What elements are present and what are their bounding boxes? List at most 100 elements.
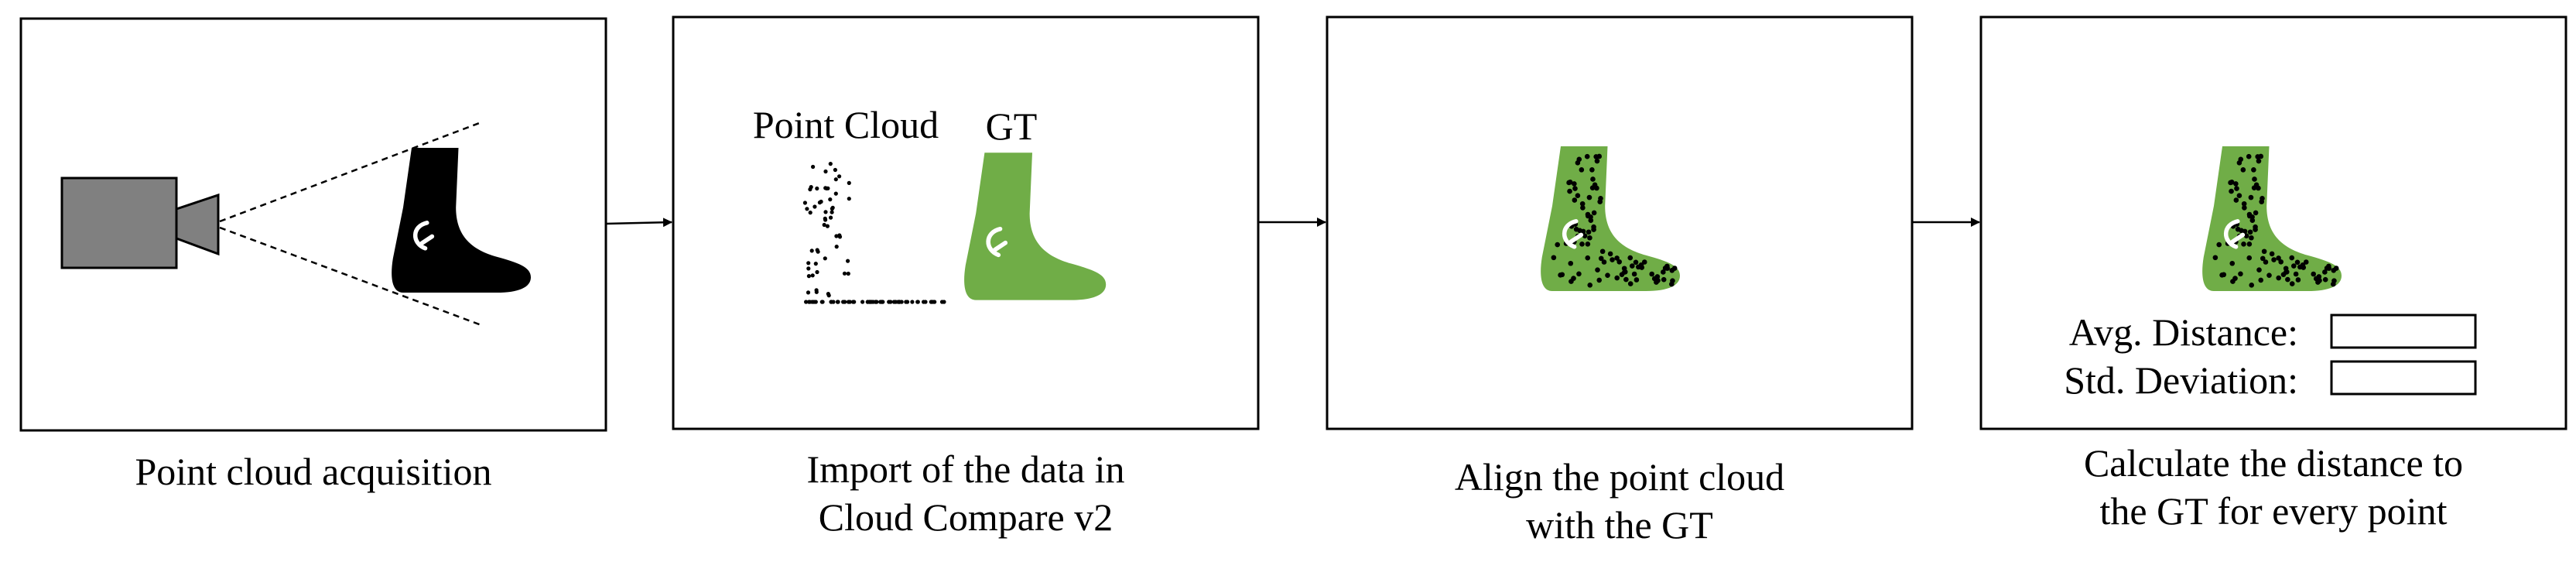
point-cloud-dot — [847, 180, 851, 185]
point-cloud-dot — [1631, 271, 1637, 277]
point-cloud-dot — [2276, 255, 2281, 261]
point-cloud-dot — [1567, 180, 1573, 185]
point-cloud-dot — [809, 185, 813, 190]
point-cloud-dot — [1662, 266, 1668, 271]
point-cloud-dot — [1559, 272, 1565, 278]
gt-label: GT — [986, 105, 1038, 148]
point-cloud-dot — [1669, 267, 1675, 273]
point-cloud-dot — [819, 300, 824, 304]
point-cloud-dot — [841, 300, 846, 304]
point-cloud-dot — [833, 177, 838, 182]
point-cloud-dot — [2266, 272, 2272, 278]
point-cloud-dot — [1567, 188, 1572, 194]
aligned-foot-icon — [2202, 146, 2342, 291]
point-cloud-dot — [1579, 167, 1585, 173]
point-cloud-dot — [833, 167, 837, 173]
point-cloud-dot — [2251, 185, 2257, 190]
point-cloud-dot — [814, 290, 819, 294]
point-cloud-dot — [822, 222, 826, 228]
point-cloud-dot — [1579, 200, 1586, 207]
point-cloud-dot — [2246, 241, 2253, 247]
point-cloud-dot — [1568, 260, 1574, 266]
point-cloud-dot — [1629, 263, 1635, 269]
point-cloud-dot — [2331, 267, 2337, 273]
point-cloud-dot — [1591, 210, 1597, 216]
point-cloud-dot — [2290, 263, 2297, 269]
ground-truth-foot-icon — [964, 152, 1107, 300]
point-cloud-dot — [2311, 271, 2316, 277]
point-cloud-dot — [2249, 214, 2255, 220]
point-cloud-dot — [1614, 275, 1620, 281]
point-cloud-dot — [1579, 241, 1585, 247]
point-cloud-dot — [847, 197, 851, 201]
point-cloud-dot — [1614, 255, 1620, 261]
point-cloud-dot — [932, 300, 937, 304]
point-cloud-dot — [813, 262, 818, 266]
point-cloud-dot — [2229, 180, 2235, 185]
point-cloud-dot — [1587, 283, 1593, 288]
point-cloud-dot — [2276, 275, 2282, 281]
avg-distance-label: Avg. Distance: — [2069, 310, 2298, 354]
point-cloud-dot — [2251, 167, 2256, 173]
point-cloud-dot — [2216, 242, 2222, 248]
point-cloud-dot — [2221, 272, 2227, 278]
aligned-foot-icon — [1541, 146, 1680, 291]
point-cloud-dot — [806, 274, 811, 279]
point-cloud-dot — [910, 300, 915, 304]
step-1-box — [19, 17, 607, 432]
point-cloud-dot — [2249, 235, 2254, 241]
step-3-box — [1326, 15, 1914, 430]
point-cloud-dot — [1586, 194, 1592, 200]
point-cloud-dot — [2232, 276, 2238, 281]
point-cloud-dot — [813, 300, 818, 304]
point-cloud-dot — [846, 259, 850, 263]
point-cloud-dot — [833, 191, 838, 196]
std-deviation-label: Std. Deviation: — [2064, 358, 2298, 402]
point-cloud-dot — [815, 186, 819, 191]
step-1-caption: Point cloud acquisition — [135, 450, 492, 493]
point-cloud-dot — [1572, 181, 1577, 187]
point-cloud-dot — [1572, 186, 1578, 191]
avg-distance-field — [2330, 314, 2477, 349]
point-cloud-dot — [929, 300, 933, 304]
point-cloud-dot — [2248, 194, 2254, 200]
point-cloud-dot — [888, 300, 893, 304]
point-cloud-dot — [811, 164, 816, 170]
point-cloud-dot — [939, 300, 945, 304]
point-cloud-dot — [815, 269, 819, 275]
point-cloud-dot — [2324, 266, 2330, 271]
point-cloud-dot — [802, 200, 807, 205]
point-cloud-dot — [823, 256, 827, 261]
point-cloud-dot — [1651, 276, 1657, 282]
point-cloud-dot — [806, 261, 811, 266]
step-2-caption: Import of the data in Cloud Compare v2 — [806, 447, 1125, 539]
point-cloud-dot — [1605, 272, 1610, 278]
point-cloud-dot — [2241, 200, 2247, 207]
point-cloud-dot — [1616, 259, 1622, 265]
point-cloud-dot — [1580, 228, 1586, 235]
point-cloud-dot — [837, 233, 842, 238]
point-cloud-dot — [1587, 235, 1592, 241]
step-3-caption: Align the point cloud with the GT — [1454, 455, 1785, 547]
point-cloud-dot — [1623, 276, 1629, 283]
point-cloud-dot — [842, 271, 847, 276]
point-cloud-dot — [1598, 255, 1604, 262]
point-cloud-dot — [1599, 248, 1606, 255]
point-cloud-dot — [826, 292, 830, 296]
point-cloud-dot — [1589, 167, 1595, 173]
point-cloud-dot — [2278, 259, 2284, 265]
point-cloud-dot — [2260, 255, 2266, 262]
point-cloud-dot — [2238, 271, 2243, 277]
point-cloud-dot — [2271, 257, 2277, 262]
point-cloud-dot — [837, 174, 842, 179]
point-cloud-dot — [2293, 271, 2299, 277]
point-cloud-dot — [905, 300, 910, 304]
point-cloud-dot — [2240, 167, 2246, 173]
point-cloud-dot — [806, 266, 811, 271]
point-cloud-dot — [1661, 269, 1666, 275]
point-cloud-dot — [817, 200, 822, 205]
point-cloud-dot — [2256, 158, 2262, 164]
point-cloud-dot — [1594, 185, 1599, 191]
arrow-step-1-to-2 — [605, 218, 672, 228]
